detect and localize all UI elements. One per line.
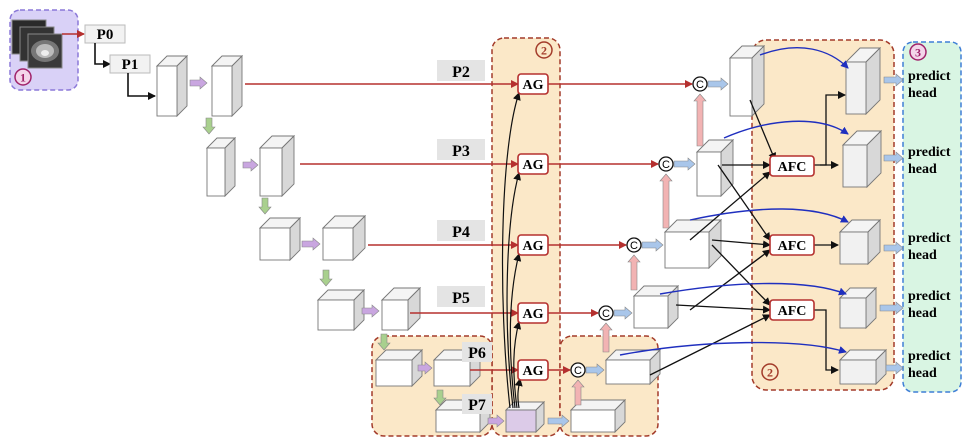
neck-cube-p6 (606, 350, 660, 384)
svg-text:predict: predict (908, 231, 951, 246)
backbone-cube-p5a (376, 350, 422, 386)
svg-text:head: head (908, 162, 937, 177)
svg-text:C: C (662, 159, 670, 171)
p2-label: P2 (452, 64, 470, 81)
svg-text:C: C (696, 79, 704, 91)
backbone-cube-p1a (157, 56, 187, 116)
svg-text:AG: AG (523, 307, 544, 322)
svg-text:head: head (908, 306, 937, 321)
backbone-cube-p4b (382, 288, 420, 330)
p3-label: P3 (452, 143, 470, 160)
svg-text:head: head (908, 248, 937, 263)
output-cube-2 (843, 131, 881, 187)
svg-text:AFC: AFC (778, 304, 807, 319)
p7-label: P7 (468, 397, 486, 414)
svg-text:predict: predict (908, 289, 951, 304)
backbone-cube-p4a (318, 290, 364, 330)
pink-up-arrow-p4 (660, 174, 672, 228)
purple-arrow-4 (362, 305, 379, 317)
output-cube-1 (846, 48, 880, 114)
pink-up-arrow-p5 (628, 255, 640, 290)
svg-text:C: C (630, 240, 638, 252)
svg-text:AFC: AFC (778, 239, 807, 254)
backbone-cube-p2b (260, 136, 294, 196)
pink-up-arrow-p3 (694, 94, 706, 146)
ag-node-p5: AG (518, 303, 548, 323)
svg-text:AG: AG (523, 239, 544, 254)
afc-node-2: AFC (770, 235, 814, 255)
backbone-cube-p2a (207, 138, 235, 196)
svg-text:3: 3 (915, 46, 921, 60)
ag-node-p3: AG (518, 154, 548, 174)
neck-cube-p4 (665, 220, 721, 268)
svg-text:predict: predict (908, 145, 951, 160)
ct-image-stack (12, 20, 62, 68)
purple-arrow-2 (243, 159, 258, 171)
p4-label: P4 (452, 224, 470, 241)
purple-arrow-3 (302, 238, 320, 250)
ag-node-p4: AG (518, 235, 548, 255)
svg-text:AG: AG (523, 78, 544, 93)
backbone-cube-p3b (323, 216, 365, 260)
afc-node-3: AFC (770, 300, 814, 320)
p0-label: P0 (97, 27, 114, 43)
svg-text:head: head (908, 86, 937, 101)
svg-text:predict: predict (908, 349, 951, 364)
concat-p2: C (693, 77, 707, 91)
input-badge-text: 1 (20, 71, 26, 85)
p1-to-cube-arrow (128, 73, 155, 96)
svg-text:C: C (602, 308, 610, 320)
output-cube-5 (840, 350, 886, 384)
backbone-cube-p3a (260, 218, 300, 260)
svg-text:AFC: AFC (778, 160, 807, 175)
p5-label: P5 (452, 290, 470, 307)
concat-p5: C (599, 306, 613, 320)
afc-node-1: AFC (770, 156, 814, 176)
green-arrow-2 (259, 198, 271, 214)
lb-arrow-p5 (614, 307, 632, 319)
svg-text:AG: AG (523, 158, 544, 173)
p1-label: P1 (122, 57, 139, 73)
green-arrow-3 (320, 270, 332, 286)
concat-p3: C (659, 157, 673, 171)
ag-node-p6: AG (518, 360, 548, 380)
concat-p4: C (627, 238, 641, 252)
p7-attention-cube (506, 402, 544, 432)
p6-label: P6 (468, 345, 486, 362)
neck-cube-p3 (697, 140, 733, 196)
output-cube-3 (840, 220, 880, 264)
lb-arrow-p4 (642, 239, 663, 251)
ag-node-p2: AG (518, 74, 548, 94)
concat-p6: C (571, 363, 585, 377)
lb-arrow-p2 (708, 78, 728, 90)
green-arrow-1 (203, 118, 215, 134)
svg-text:C: C (574, 365, 582, 377)
p0-to-p1-arrow (95, 43, 110, 64)
backbone-cube-p1b (212, 56, 242, 116)
svg-text:head: head (908, 366, 937, 381)
svg-text:predict: predict (908, 69, 951, 84)
svg-text:2: 2 (767, 366, 773, 380)
svg-text:2: 2 (541, 44, 547, 58)
neck-cube-p2 (730, 46, 764, 116)
svg-text:AG: AG (523, 364, 544, 379)
purple-arrow-1 (190, 77, 207, 89)
lb-arrow-p3 (674, 158, 695, 170)
